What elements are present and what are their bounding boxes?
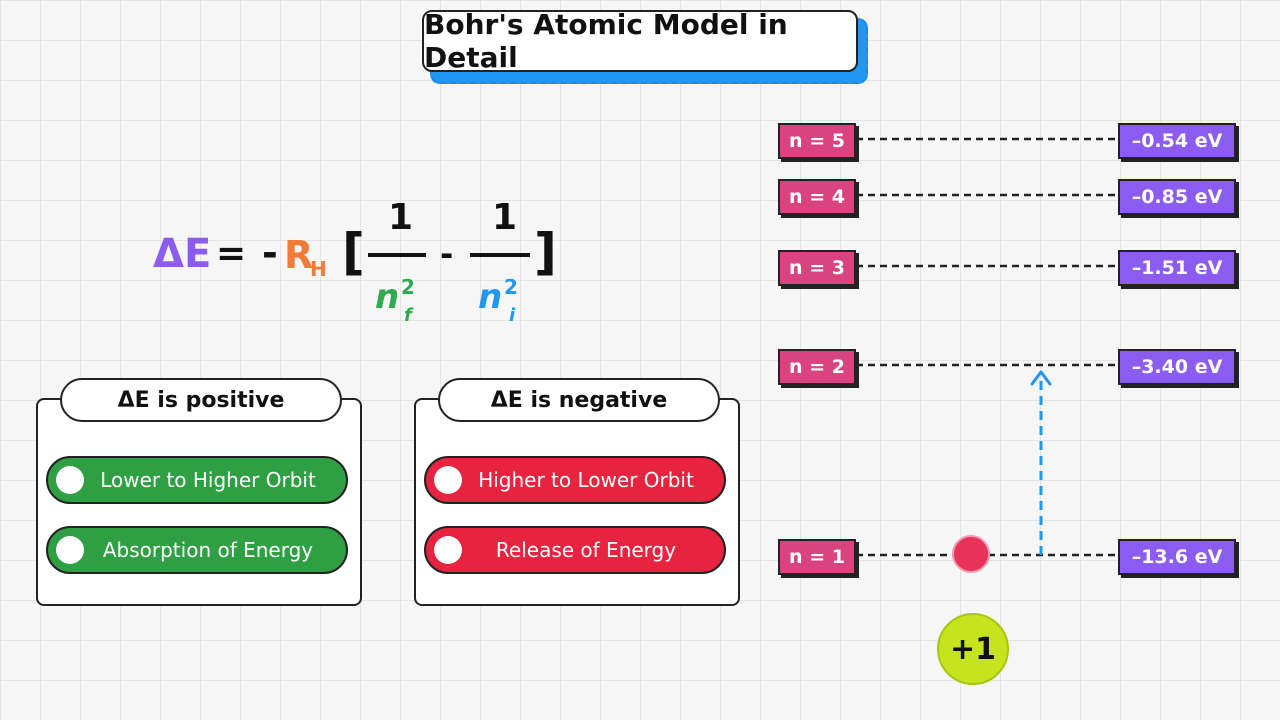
level-energy-3: –1.51 eV: [1118, 250, 1236, 286]
formula-numerator-2: 1: [492, 197, 518, 238]
formula-nf: n: [375, 277, 400, 317]
formula-nf-subscript: f: [404, 305, 412, 326]
positive-item-absorption: Absorption of Energy: [46, 526, 348, 574]
negative-item-label: Higher to Lower Orbit: [478, 468, 694, 492]
formula-delta-e: ΔE: [153, 231, 212, 277]
level-energy-1: –13.6 eV: [1118, 539, 1236, 575]
formula-fraction-bar-2: [470, 253, 530, 257]
nucleus-icon: +1: [937, 613, 1009, 685]
formula-ni: n: [478, 277, 503, 317]
page-title: Bohr's Atomic Model in Detail: [422, 8, 858, 74]
level-label-2: n = 2: [778, 349, 856, 385]
level-label-4: n = 4: [778, 179, 856, 215]
positive-item-lower-to-higher: Lower to Higher Orbit: [46, 456, 348, 504]
formula-fraction-bar-1: [368, 253, 426, 257]
electron-icon: [952, 535, 990, 573]
formula-middle-minus: -: [440, 235, 454, 273]
formula-nf-exponent: 2: [401, 275, 415, 299]
positive-item-label: Lower to Higher Orbit: [100, 468, 316, 492]
transition-arrow-head-icon: [1030, 370, 1052, 386]
negative-card-heading: ΔE is negative: [438, 378, 720, 422]
level-label-5: n = 5: [778, 123, 856, 159]
formula-bracket-open: [: [342, 223, 365, 281]
toggle-dot-icon: [56, 466, 84, 494]
level-label-1: n = 1: [778, 539, 856, 575]
toggle-dot-icon: [434, 536, 462, 564]
positive-item-label: Absorption of Energy: [102, 538, 314, 562]
toggle-dot-icon: [56, 536, 84, 564]
positive-card-heading: ΔE is positive: [60, 378, 342, 422]
level-energy-2: –3.40 eV: [1118, 349, 1236, 385]
formula-equals: =: [216, 233, 247, 274]
negative-card: ΔE is negative Higher to Lower Orbit Rel…: [414, 378, 740, 606]
positive-card: ΔE is positive Lower to Higher Orbit Abs…: [36, 378, 362, 606]
formula-bracket-close: ]: [534, 223, 557, 281]
negative-item-release: Release of Energy: [424, 526, 726, 574]
formula-rydberg-subscript: H: [310, 257, 327, 281]
level-label-3: n = 3: [778, 250, 856, 286]
level-energy-5: –0.54 eV: [1118, 123, 1236, 159]
energy-formula: ΔE = - R H [ 1 - 1 ] n 2 f n 2 i: [150, 195, 570, 345]
formula-numerator-1: 1: [388, 197, 414, 238]
negative-item-higher-to-lower: Higher to Lower Orbit: [424, 456, 726, 504]
formula-ni-subscript: i: [509, 305, 516, 326]
negative-item-label: Release of Energy: [495, 538, 677, 562]
formula-ni-exponent: 2: [504, 275, 518, 299]
formula-minus-sign: -: [262, 231, 278, 275]
level-energy-4: –0.85 eV: [1118, 179, 1236, 215]
toggle-dot-icon: [434, 466, 462, 494]
formula-rydberg: R: [284, 233, 314, 277]
title-banner: Bohr's Atomic Model in Detail: [422, 8, 868, 84]
